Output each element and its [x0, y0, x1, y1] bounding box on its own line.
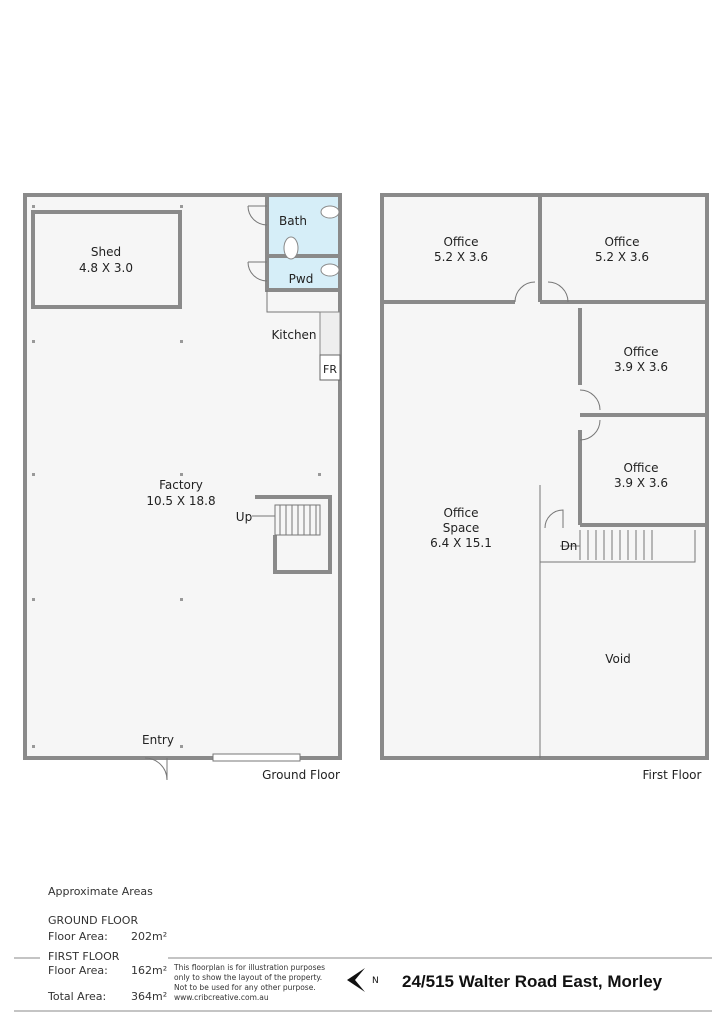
entry-door-icon	[144, 757, 168, 781]
office4-size: 3.9 X 3.6	[614, 476, 668, 490]
ground-floor-title: Ground Floor	[262, 768, 340, 782]
office1-door-icon	[514, 281, 536, 303]
shed-wall	[31, 210, 182, 309]
office2-label: Office	[604, 235, 639, 249]
office3-label: Office	[623, 345, 658, 359]
first-stairs	[540, 530, 696, 563]
factory-size: 10.5 X 18.8	[146, 494, 215, 508]
first-floor-plan: Office 5.2 X 3.6 Office 5.2 X 3.6 Office…	[380, 193, 709, 782]
stairs-up-label: Up	[236, 510, 252, 524]
office4-label: Office	[623, 461, 658, 475]
first-area-value: 162m²	[131, 964, 168, 977]
disclaimer-line: only to show the layout of the property.	[174, 973, 323, 982]
first-floor-title: First Floor	[643, 768, 702, 782]
north-arrow-icon: N	[347, 968, 379, 992]
kitchen-counter	[319, 311, 341, 356]
ground-area-value: 202m²	[131, 930, 168, 943]
kitchen-label: Kitchen	[271, 328, 316, 342]
ground-floor-heading: GROUND FLOOR	[48, 914, 139, 927]
office1-label: Office	[443, 235, 478, 249]
office-space-label2: Space	[443, 521, 480, 535]
office-space-size: 6.4 X 15.1	[430, 536, 492, 550]
fridge	[319, 354, 341, 381]
pwd-door-icon	[247, 261, 268, 282]
ground-stairs	[252, 495, 332, 574]
disclaimer: This floorplan is for illustration purpo…	[174, 963, 325, 1003]
roller-door	[212, 753, 301, 762]
website-link[interactable]: www.cribcreative.com.au	[174, 993, 269, 1002]
pwd-label: Pwd	[289, 272, 314, 286]
office3-size: 3.9 X 3.6	[614, 360, 668, 374]
svg-text:N: N	[372, 976, 379, 986]
office4-door-icon	[579, 419, 601, 441]
office-space-label: Office	[443, 506, 478, 520]
total-area-value: 364m²	[131, 990, 168, 1003]
office1-size: 5.2 X 3.6	[434, 250, 488, 264]
ground-area-label: Floor Area:	[48, 930, 108, 943]
ground-outer-wall	[23, 193, 342, 760]
areas-heading: Approximate Areas	[48, 885, 153, 898]
void-label: Void	[605, 652, 631, 666]
disclaimer-line: Not to be used for any other purpose.	[174, 983, 316, 992]
fridge-label: FR	[323, 363, 337, 376]
total-area-label: Total Area:	[48, 990, 107, 1003]
first-outer-wall	[380, 193, 709, 760]
stairs-dn-label: Dn	[561, 539, 578, 553]
shed-size: 4.8 X 3.0	[79, 261, 133, 275]
bath-door-icon	[247, 205, 268, 226]
factory-label: Factory	[159, 478, 203, 492]
office2-door-icon	[547, 281, 569, 303]
bath-label: Bath	[279, 214, 307, 228]
office2-size: 5.2 X 3.6	[595, 250, 649, 264]
disclaimer-line: This floorplan is for illustration purpo…	[174, 963, 326, 972]
office3-door-icon	[579, 389, 601, 411]
property-address: 24/515 Walter Road East, Morley	[402, 972, 663, 991]
first-floor-heading: FIRST FLOOR	[48, 950, 120, 963]
shed-label: Shed	[91, 245, 121, 259]
ground-floor-plan: Shed 4.8 X 3.0 Bath Pwd Kitchen FR Facto…	[23, 193, 342, 782]
first-area-label: Floor Area:	[48, 964, 108, 977]
entry-label: Entry	[142, 733, 174, 747]
